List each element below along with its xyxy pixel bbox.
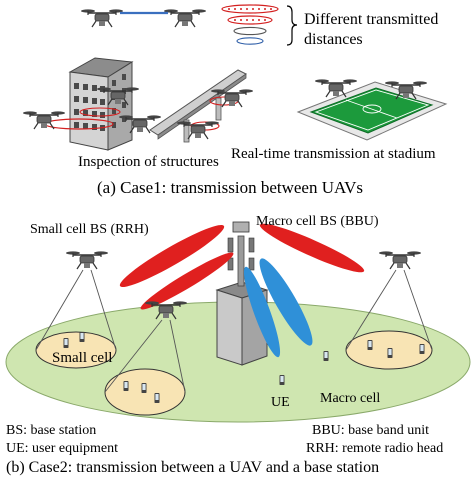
macro-cell-label: Macro cell — [320, 391, 381, 406]
distance-legend-ellipses — [221, 4, 298, 46]
case1-caption: (a) Case1: transmission between UAVs — [97, 178, 363, 197]
stadium-icon — [296, 78, 448, 141]
distance-legend-line2: distances — [304, 31, 363, 48]
uav-drone-icon — [80, 8, 124, 28]
bridge-icon — [149, 69, 254, 143]
distance-legend-line1: Different transmitted — [304, 11, 439, 28]
blue-beams — [243, 258, 313, 358]
stadium-label: Real-time transmission at stadium — [231, 146, 436, 162]
macro-cell-bs-label: Macro cell BS (BBU) — [256, 214, 379, 229]
uav-drone-icon — [163, 8, 207, 28]
small-cell-label: Small cell — [52, 350, 113, 366]
legend-bs: BS: base station — [6, 423, 97, 438]
legend-bbu: BBU: base band unit — [312, 423, 430, 438]
inspection-label: Inspection of structures — [78, 154, 219, 170]
case2-caption: (b) Case2: transmission between a UAV an… — [6, 459, 380, 476]
small-cell-bs-label: Small cell BS (RRH) — [30, 222, 149, 237]
coverage-lines — [35, 269, 433, 393]
legend-rrh: RRH: remote radio head — [306, 441, 444, 456]
case1-top-drones — [80, 8, 207, 28]
building-icon — [22, 57, 162, 151]
red-beams — [119, 223, 365, 310]
legend-ue: UE: user equipment — [6, 441, 118, 456]
ue-label: UE — [271, 395, 290, 410]
